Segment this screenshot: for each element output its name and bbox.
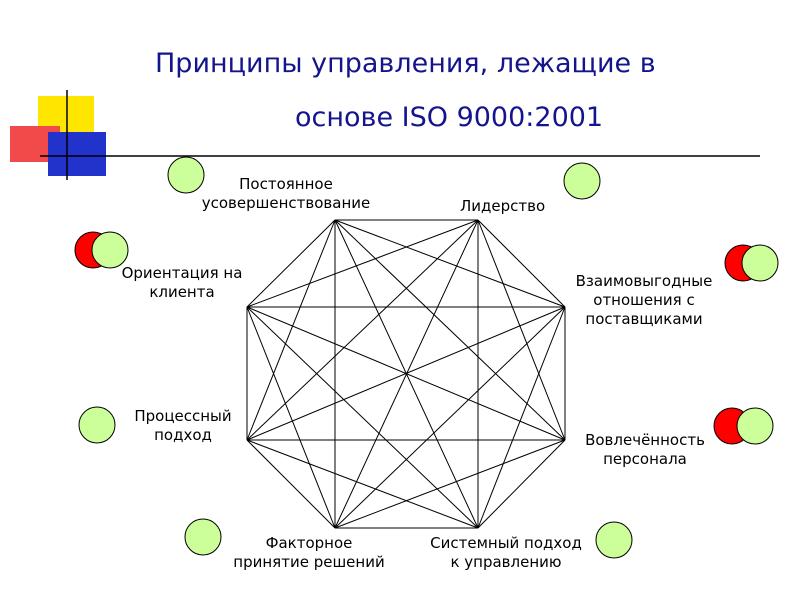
green-marker-customer [91,231,129,269]
green-marker-leadership [563,162,601,200]
slide-title-line-2: основе ISO 9000:2001 [295,102,604,133]
connection-involvement-customer [246,306,566,441]
principle-label-system: Системный подход к управлению [430,534,582,571]
green-marker-involvement [736,407,774,445]
green-marker-improvement [167,156,205,194]
connection-involvement-system [477,439,566,529]
principle-label-process: Процессный подход [134,407,232,444]
connection-improvement-process [246,219,336,441]
connection-facts-customer [246,306,336,529]
connection-leadership-involvement [477,219,566,441]
connection-system-process [246,439,479,529]
green-marker-suppliers [741,244,779,282]
connection-leadership-suppliers [477,219,566,308]
connection-suppliers-system [477,306,566,529]
connection-leadership-customer [246,219,479,308]
principle-connections [246,219,566,529]
connection-leadership-process [246,219,479,441]
deco-blue-square [48,132,106,176]
green-marker-process [78,406,116,444]
connection-facts-process [246,439,336,529]
connection-suppliers-facts [334,306,566,529]
principle-label-customer: Ориентация на клиента [121,264,243,301]
slide-title-line-1: Принципы управления, лежащие в [155,48,656,79]
principle-label-involvement: Вовлечённость персонала [585,431,705,468]
principle-label-leadership: Лидерство [460,197,546,215]
decorative-corner-blocks [10,90,760,180]
connection-improvement-suppliers [334,219,566,308]
principle-label-suppliers: Взаимовыгодные отношения с поставщиками [575,272,713,328]
connection-involvement-facts [334,439,566,529]
connection-improvement-customer [246,219,336,308]
green-marker-system [595,521,633,559]
connection-system-customer [246,306,479,529]
green-marker-facts [184,518,222,556]
connection-improvement-involvement [334,219,566,441]
principle-label-facts: Факторное принятие решений [233,534,385,571]
principle-label-improvement: Постоянное усовершенствование [201,175,371,212]
principle-markers [74,156,779,559]
